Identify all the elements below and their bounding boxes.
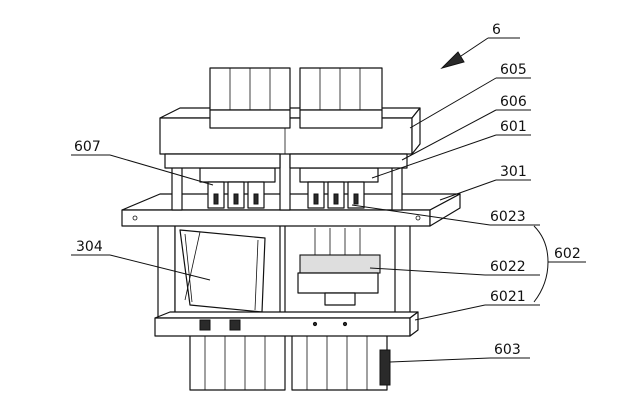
label-assembly: 6 xyxy=(492,22,501,38)
label-304: 304 xyxy=(76,239,103,255)
label-6021: 6021 xyxy=(490,289,526,305)
label-301: 301 xyxy=(500,164,527,180)
label-606: 606 xyxy=(500,94,527,110)
mount-plate xyxy=(121,193,461,227)
label-602: 602 xyxy=(554,246,581,262)
lower-frame xyxy=(157,217,411,326)
bottom-plate xyxy=(154,311,419,337)
label-607: 607 xyxy=(74,139,101,155)
top-blocks xyxy=(209,67,383,129)
label-605: 605 xyxy=(500,62,527,78)
part-labels: 6 605 606 601 607 301 6023 304 602 6022 … xyxy=(74,22,581,358)
bottom-cylinders xyxy=(189,334,391,391)
label-6022: 6022 xyxy=(490,259,526,275)
label-601: 601 xyxy=(500,119,527,135)
leader-lines xyxy=(71,77,586,363)
label-603: 603 xyxy=(494,342,521,358)
label-6023: 6023 xyxy=(490,209,526,225)
assembly-arrow xyxy=(440,37,520,69)
